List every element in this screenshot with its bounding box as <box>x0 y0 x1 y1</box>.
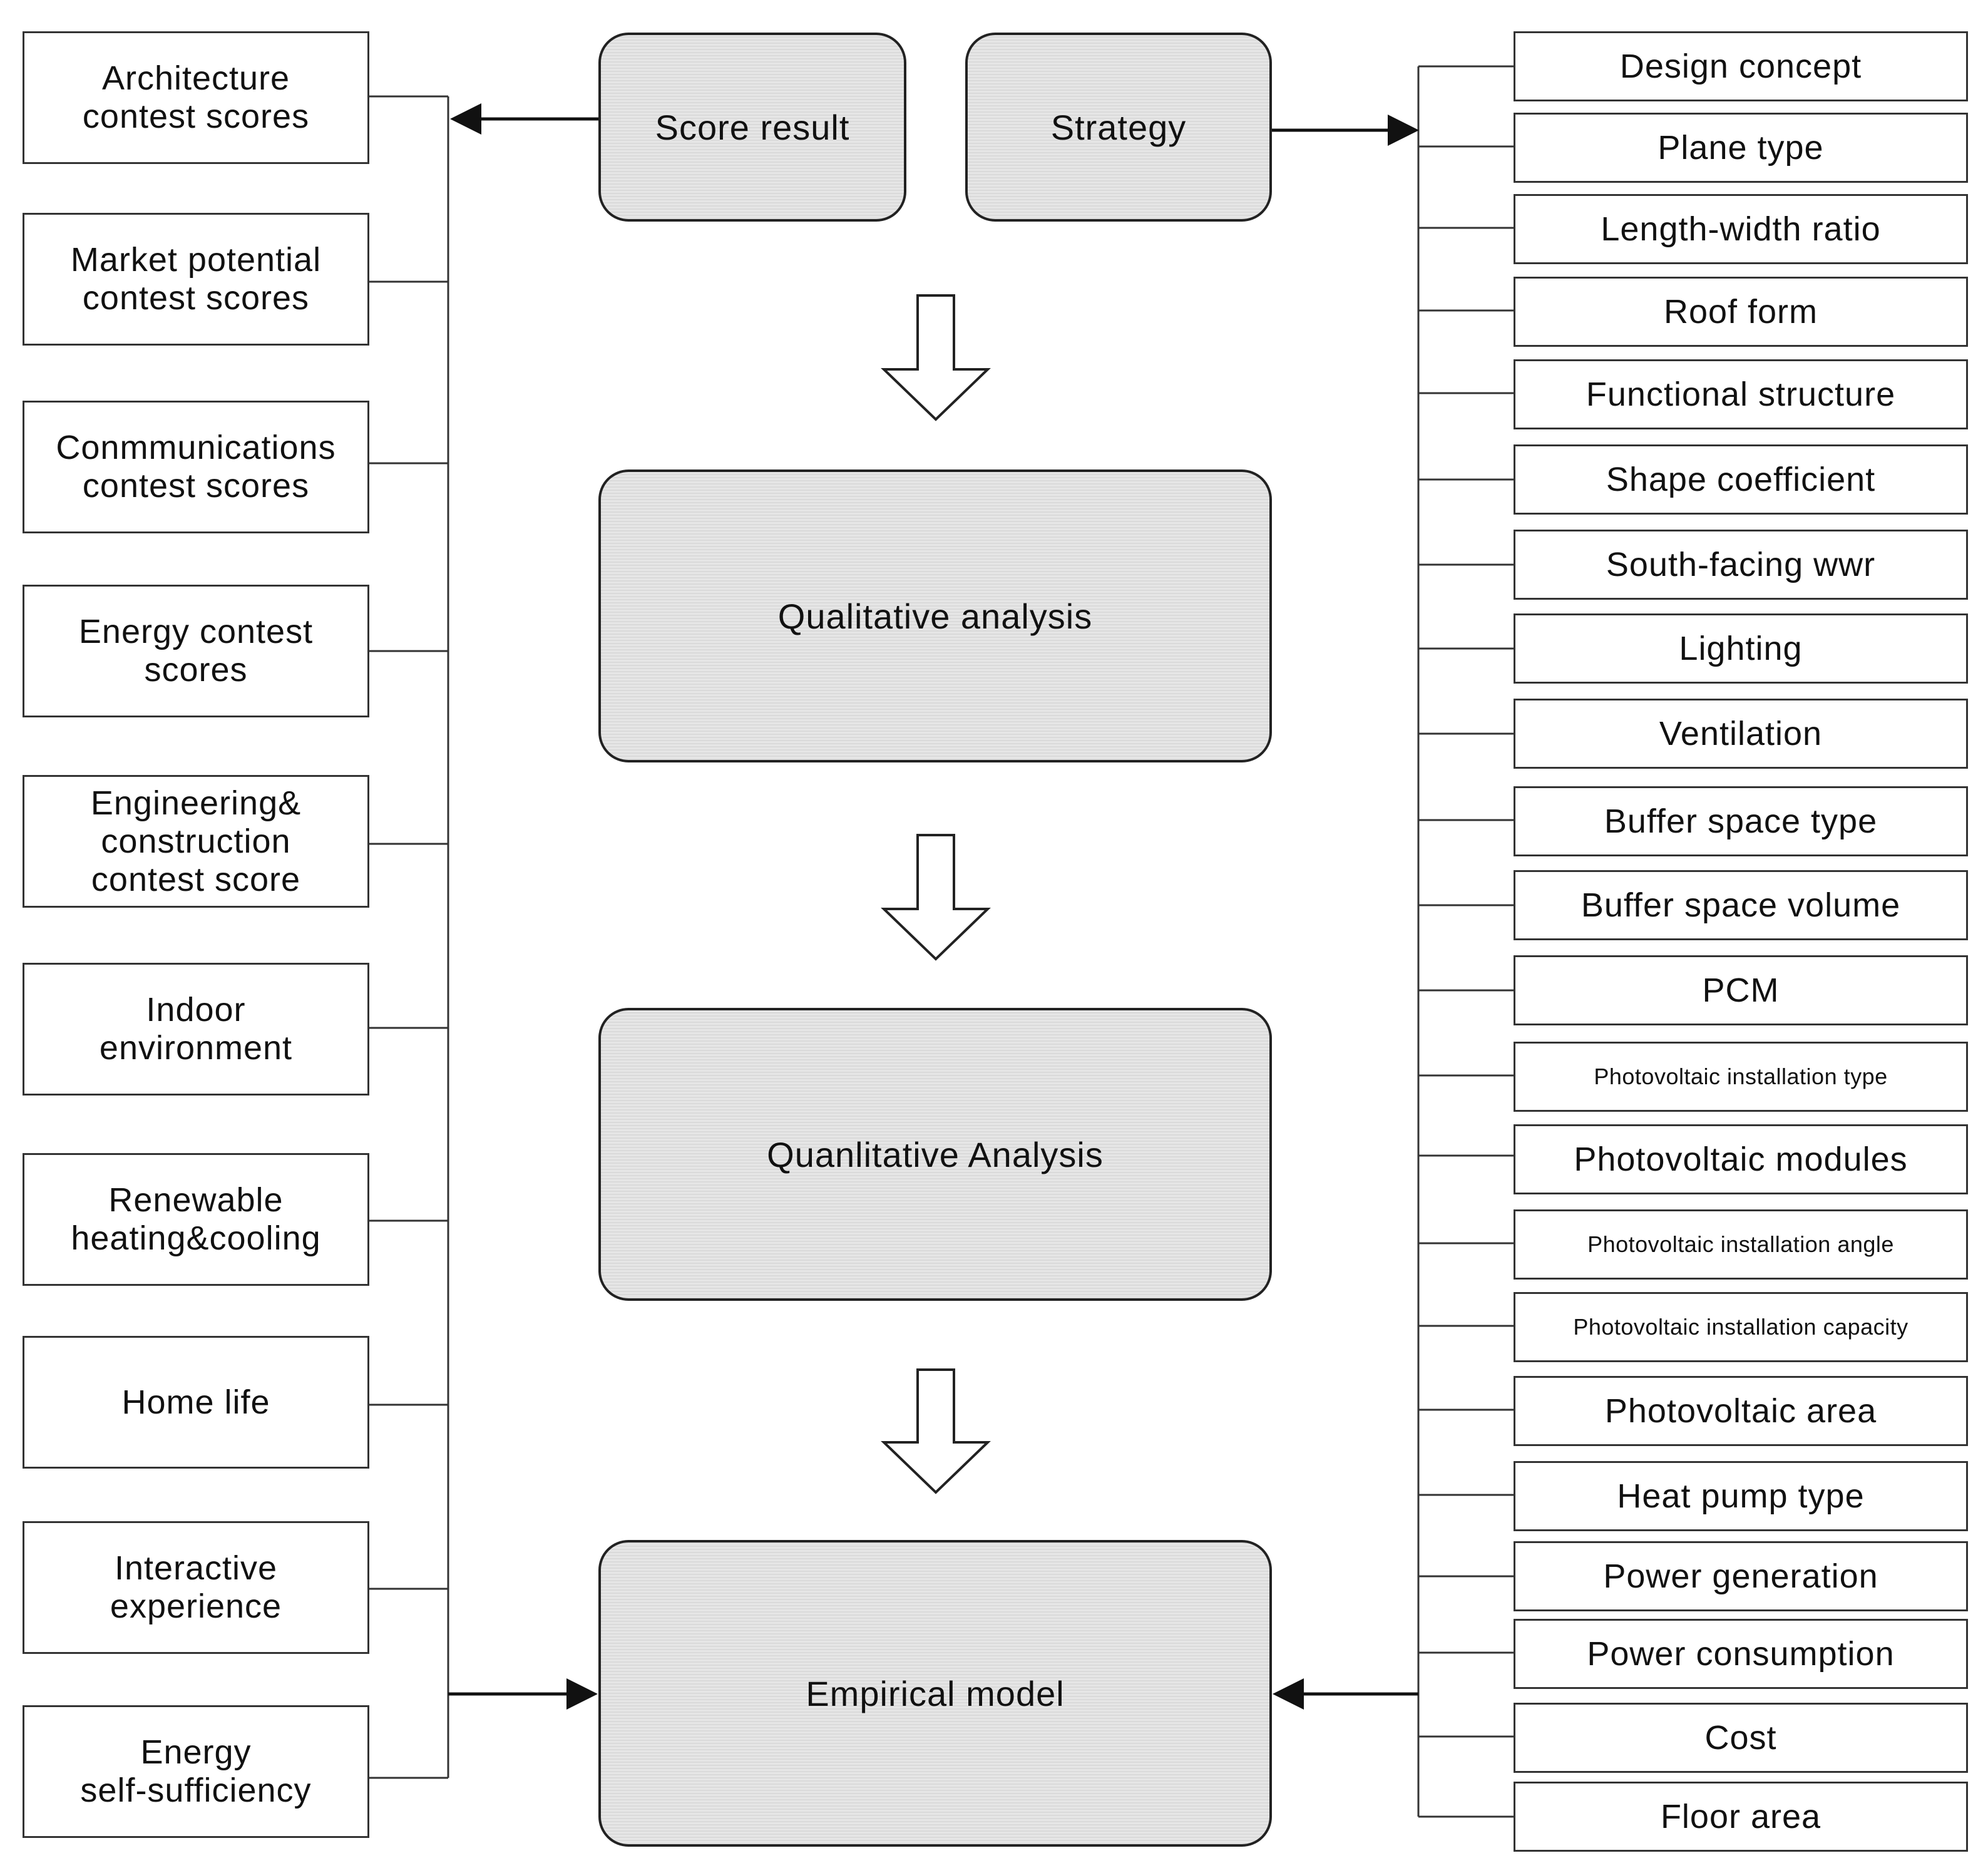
box-energy-self-sufficiency: Energy self-sufficiency <box>23 1705 369 1838</box>
box-south-facing-wwr: South-facing wwr <box>1514 530 1968 600</box>
down-arrow-1 <box>881 294 991 421</box>
box-length-width-ratio: Length-width ratio <box>1514 194 1968 264</box>
box-empirical-model: Empirical model <box>598 1540 1272 1847</box>
box-strategy: Strategy <box>965 33 1272 222</box>
box-ventilation: Ventilation <box>1514 699 1968 769</box>
box-buffer-space-volume: Buffer space volume <box>1514 870 1968 940</box>
box-pv-installation-capacity: Photovoltaic installation capacity <box>1514 1292 1968 1362</box>
box-market-potential-scores: Market potential contest scores <box>23 213 369 346</box>
box-pv-modules: Photovoltaic modules <box>1514 1124 1968 1194</box>
box-energy-scores: Energy contest scores <box>23 585 369 717</box>
box-communications-scores: Conmmunications contest scores <box>23 401 369 533</box>
down-arrow-3 <box>881 1368 991 1494</box>
box-heat-pump-type: Heat pump type <box>1514 1461 1968 1531</box>
box-engineering-scores: Engineering& construction contest score <box>23 775 369 908</box>
box-home-life: Home life <box>23 1336 369 1469</box>
box-power-consumption: Power consumption <box>1514 1619 1968 1689</box>
left-connectors <box>369 95 448 1779</box>
box-indoor-environment: Indoor environment <box>23 963 369 1096</box>
box-shape-coefficient: Shape coefficient <box>1514 444 1968 515</box>
box-score-result: Score result <box>598 33 906 222</box>
box-quanlitative-analysis: Quanlitative Analysis <box>598 1008 1272 1301</box>
box-qualitative-analysis: Qualitative analysis <box>598 470 1272 762</box>
box-lighting: Lighting <box>1514 613 1968 684</box>
box-floor-area: Floor area <box>1514 1782 1968 1852</box>
box-renewable-heating: Renewable heating&cooling <box>23 1153 369 1286</box>
box-roof-form: Roof form <box>1514 277 1968 347</box>
box-functional-structure: Functional structure <box>1514 359 1968 429</box>
box-interactive-experience: Interactive experience <box>23 1521 369 1654</box>
box-pcm: PCM <box>1514 955 1968 1025</box>
box-design-concept: Design concept <box>1514 31 1968 101</box>
box-architecture-scores: Architecture contest scores <box>23 31 369 164</box>
box-cost: Cost <box>1514 1703 1968 1773</box>
box-plane-type: Plane type <box>1514 113 1968 183</box>
box-pv-installation-angle: Photovoltaic installation angle <box>1514 1209 1968 1280</box>
box-pv-area: Photovoltaic area <box>1514 1376 1968 1446</box>
box-power-generation: Power generation <box>1514 1541 1968 1611</box>
box-buffer-space-type: Buffer space type <box>1514 786 1968 856</box>
right-connectors <box>1418 65 1514 1818</box>
down-arrow-2 <box>881 834 991 961</box>
box-pv-installation-type: Photovoltaic installation type <box>1514 1042 1968 1112</box>
